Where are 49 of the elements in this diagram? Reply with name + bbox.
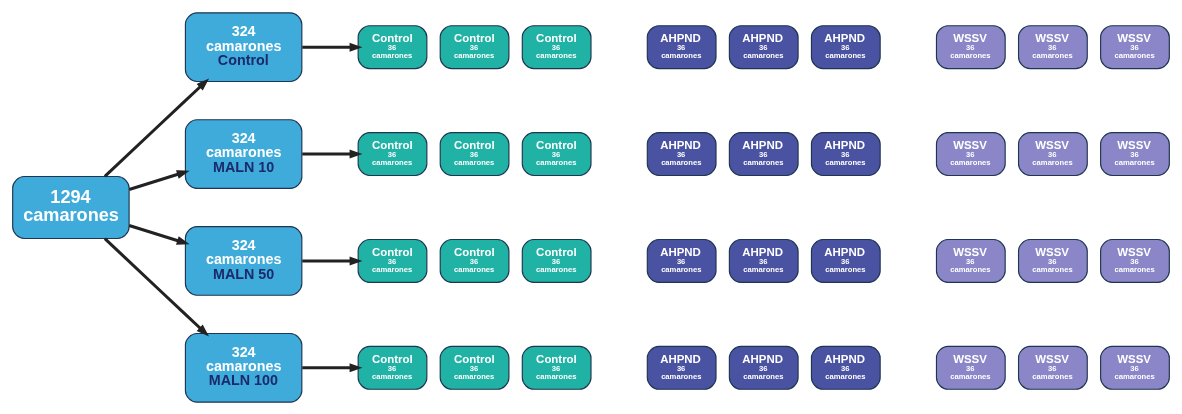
node-box: WSSV 36 camarones <box>1017 345 1088 390</box>
node-box: AHPND 36 camarones <box>728 131 799 176</box>
node-box: Control 36 camarones <box>521 345 592 390</box>
arrow <box>103 237 210 336</box>
node-box: WSSV 36 camarones <box>1017 238 1088 283</box>
node-box: Control 36 camarones <box>357 24 428 69</box>
arrow <box>103 78 210 177</box>
node-box: AHPND 36 camarones <box>728 24 799 69</box>
node-box: Control 36 camarones <box>439 131 510 176</box>
node-box: Control 36 camarones <box>439 345 510 390</box>
arrow <box>302 362 363 372</box>
node-box: WSSV 36 camarones <box>935 345 1006 390</box>
node-box: Control 36 camarones <box>521 238 592 283</box>
node-box: AHPND 36 camarones <box>646 131 717 176</box>
node-box: Control 36 camarones <box>439 24 510 69</box>
node-box: Control 36 camarones <box>357 131 428 176</box>
node-box: WSSV 36 camarones <box>935 131 1006 176</box>
node-box: WSSV 36 camarones <box>1100 131 1170 176</box>
node-box: WSSV 36 camarones <box>1100 345 1170 390</box>
arrow <box>302 255 363 265</box>
node-box: Control 36 camarones <box>439 238 510 283</box>
node-box: Control 36 camarones <box>521 131 592 176</box>
arrow <box>302 149 363 159</box>
node-box: AHPND 36 camarones <box>810 24 881 69</box>
node-box: 324 camarones Control <box>184 11 303 82</box>
node-box: WSSV 36 camarones <box>1100 24 1170 69</box>
node-box: 1294 camarones <box>12 175 130 239</box>
node-box: Control 36 camarones <box>521 24 592 69</box>
node-box: AHPND 36 camarones <box>810 131 881 176</box>
node-box: 324 camarones MALN 50 <box>184 225 303 296</box>
node-box: WSSV 36 camarones <box>1100 238 1170 283</box>
node-box: WSSV 36 camarones <box>935 24 1006 69</box>
node-box: AHPND 36 camarones <box>728 345 799 390</box>
node-box: AHPND 36 camarones <box>810 238 881 283</box>
arrow <box>128 169 190 191</box>
node-box: AHPND 36 camarones <box>646 24 717 69</box>
node-box: Control 36 camarones <box>357 238 428 283</box>
node-box: WSSV 36 camarones <box>935 238 1006 283</box>
node-box: Control 36 camarones <box>357 345 428 390</box>
node-box: 324 camarones MALN 10 <box>184 118 303 189</box>
node-box: WSSV 36 camarones <box>1017 131 1088 176</box>
arrow <box>302 42 363 52</box>
node-box: AHPND 36 camarones <box>646 238 717 283</box>
node-box: WSSV 36 camarones <box>1017 24 1088 69</box>
arrow <box>128 223 190 245</box>
node-box: AHPND 36 camarones <box>646 345 717 390</box>
node-box: 324 camarones MALN 100 <box>184 332 303 403</box>
node-box: AHPND 36 camarones <box>728 238 799 283</box>
node-box: AHPND 36 camarones <box>810 345 881 390</box>
